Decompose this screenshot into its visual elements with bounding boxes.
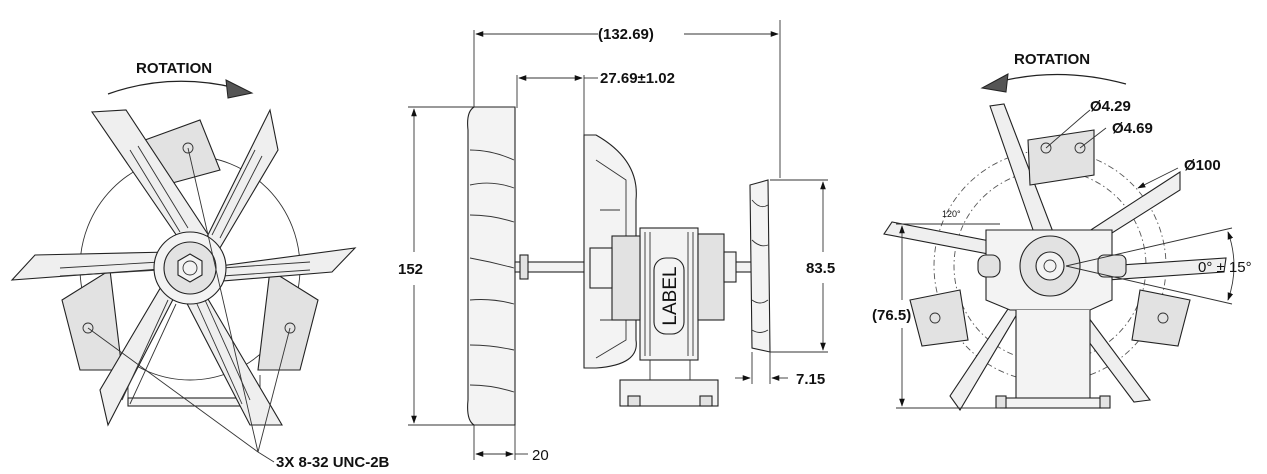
shaft-offset-dim: 27.69±1.02 bbox=[600, 70, 675, 87]
fan-front-view: ROTATION bbox=[10, 60, 390, 471]
dia-4-29: Ø4.29 bbox=[1090, 98, 1131, 115]
angle-120: 120° bbox=[942, 209, 961, 219]
screw-callout: 3X 8-32 UNC-2B bbox=[276, 454, 390, 471]
rotation-label-left: ROTATION bbox=[136, 60, 212, 77]
height-152-dim: 152 bbox=[398, 261, 423, 278]
height-83-5-dim: 83.5 bbox=[806, 260, 835, 277]
dim-7-15: 7.15 bbox=[796, 371, 825, 388]
fan-blades bbox=[10, 108, 357, 427]
rotation-arrow-right bbox=[997, 73, 1127, 85]
overall-length-dim: (132.69) bbox=[598, 26, 654, 43]
rotation-arrow-left bbox=[107, 80, 237, 95]
height-76-5-dim: (76.5) bbox=[872, 307, 911, 324]
dia-4-69: Ø4.69 bbox=[1112, 120, 1153, 137]
motor-lamination bbox=[644, 232, 694, 356]
angle-dim: 0° ± 15° bbox=[1198, 259, 1252, 276]
fan-side-view: (132.69) 27.69±1.02 152 bbox=[398, 20, 835, 464]
rotation-label-right: ROTATION bbox=[1014, 51, 1090, 68]
motor-label: LABEL bbox=[660, 266, 681, 325]
dim-20: 20 bbox=[532, 447, 549, 464]
dia-100: Ø100 bbox=[1184, 157, 1221, 174]
motor-rear-view: ROTATION 120° Ø4 bbox=[872, 51, 1252, 412]
